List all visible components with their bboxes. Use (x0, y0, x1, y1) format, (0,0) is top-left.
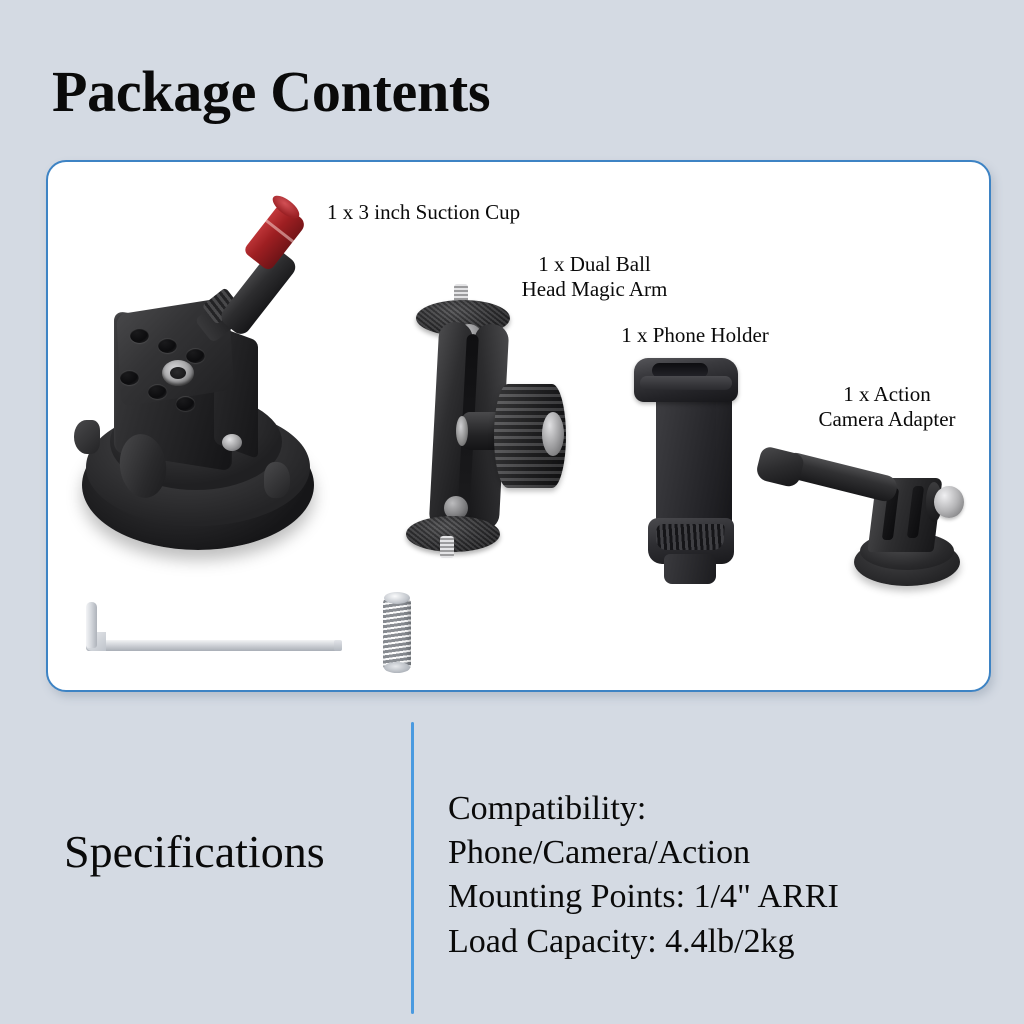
mount-hole (148, 384, 167, 399)
hex-key-short-arm (86, 602, 97, 648)
screw-top-end (384, 592, 410, 604)
label-suction-cup: 1 x 3 inch Suction Cup (327, 200, 521, 224)
hex-key-long-arm (86, 640, 342, 651)
spec-line: Phone/Camera/Action (448, 834, 751, 872)
mount-hole (120, 370, 139, 385)
accessory-hex-key (64, 600, 344, 668)
action-adapter-thumbscrew (934, 486, 964, 518)
spec-line: Load Capacity: 4.4lb/2kg (448, 922, 795, 960)
magic-arm-knob-cap (542, 412, 564, 456)
mount-hole (186, 348, 205, 363)
specifications-divider (411, 722, 414, 1014)
spec-line: Compatibility: (448, 790, 647, 827)
package-contents-card (46, 160, 991, 692)
label-dual-ball-head-magic-arm: 1 x Dual Ball Head Magic Arm (521, 252, 668, 301)
label-action-camera-adapter: 1 x Action Camera Adapter (818, 382, 956, 431)
magic-arm-knob-shaft-cap (456, 416, 468, 446)
product-action-camera-adapter (754, 442, 990, 602)
phone-holder-top-slot (652, 363, 708, 378)
accessory-screw-stud (380, 592, 416, 673)
product-phone-holder (630, 358, 750, 584)
suction-cup-side-screw (222, 434, 242, 451)
quarter-inch-thread (162, 360, 194, 386)
specifications-heading: Specifications (64, 826, 325, 877)
label-phone-holder: 1 x Phone Holder (621, 323, 769, 347)
specifications-list: Compatibility: Phone/Camera/Action Mount… (448, 787, 988, 964)
phone-holder-grip-ribs (655, 524, 725, 550)
mount-hole (130, 328, 149, 343)
suction-cup-nub-right (264, 462, 290, 498)
screw-threaded-body (383, 598, 411, 670)
product-dual-ball-head-magic-arm (400, 284, 580, 574)
mount-hole (176, 396, 195, 411)
product-suction-cup (74, 191, 364, 588)
screw-bottom-end (384, 662, 410, 673)
mount-hole (158, 338, 177, 353)
suction-cup-nub-left (74, 420, 100, 454)
action-adapter-arm-tip (754, 445, 806, 489)
phone-holder-top-lip (640, 376, 732, 390)
spec-line: Mounting Points: 1/4" ARRI (448, 878, 839, 916)
phone-holder-stem (664, 554, 716, 584)
magic-arm-bottom-stud (440, 536, 454, 558)
page-title: Package Contents (52, 59, 491, 124)
phone-holder-body-edge (716, 394, 732, 556)
